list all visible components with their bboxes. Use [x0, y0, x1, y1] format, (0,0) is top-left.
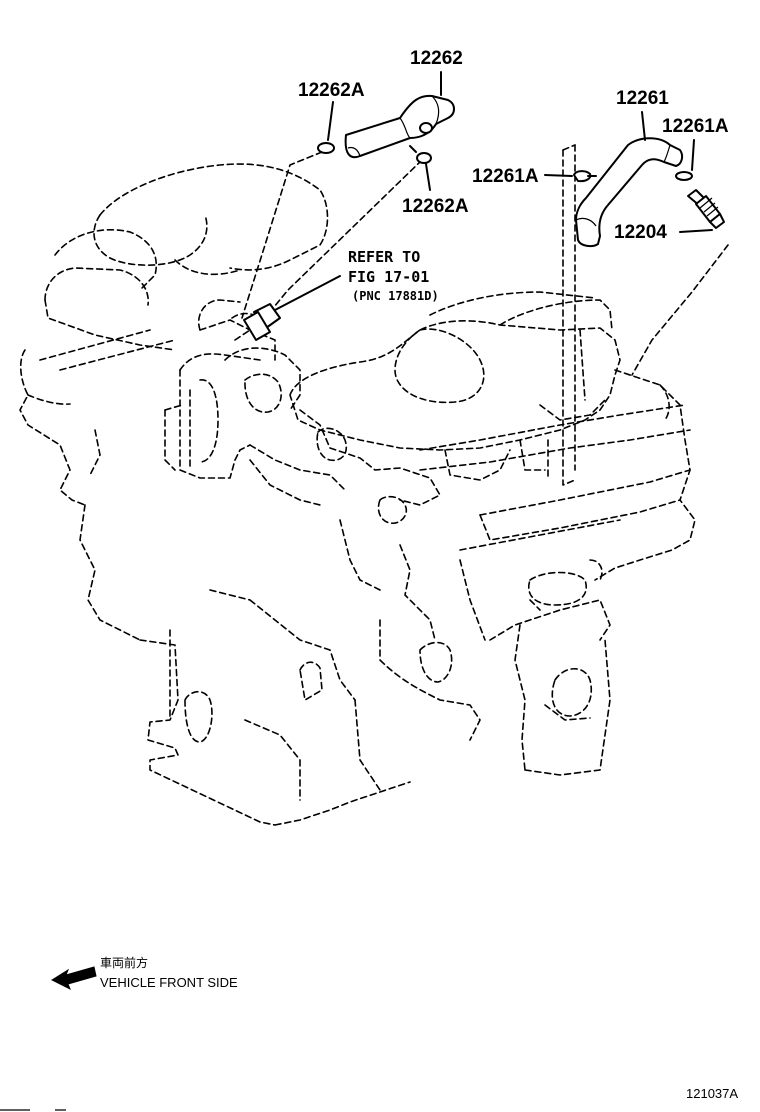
clamp-12262a-top	[317, 142, 335, 154]
reference-line-2: FIG 17-01	[348, 268, 429, 286]
label-12261a-left: 12261A	[472, 166, 539, 187]
front-arrow-icon	[50, 966, 97, 991]
clamp-12261a-right	[675, 171, 693, 181]
pcv-valve-12204	[687, 189, 725, 229]
hose-routing-guides	[241, 144, 729, 486]
label-12261a-right: 12261A	[662, 116, 729, 137]
throttle-breather-connector	[243, 275, 341, 341]
label-12261: 12261	[616, 88, 669, 109]
ventilation-hose-12262	[344, 94, 455, 159]
reference-note: REFER TO FIG 17-01 (PNC 17881D)	[348, 248, 439, 303]
engine-outline	[19, 163, 696, 826]
reference-line-3: (PNC 17881D)	[352, 289, 439, 303]
label-12262a-top: 12262A	[298, 80, 365, 101]
ventilation-hose-12261	[575, 137, 684, 248]
reference-line-1: REFER TO	[348, 248, 420, 266]
front-label-english: VEHICLE FRONT SIDE	[100, 975, 238, 990]
label-12262a-bottom: 12262A	[402, 196, 469, 217]
clamp-12261a-left	[573, 170, 597, 183]
label-12204: 12204	[614, 222, 667, 243]
leader-lines	[327, 71, 713, 233]
front-label-japanese: 車両前方	[100, 955, 148, 970]
vehicle-front-indicator: 車両前方 VEHICLE FRONT SIDE	[50, 955, 238, 991]
clamp-12262a-bottom	[409, 145, 432, 164]
label-12262: 12262	[410, 48, 463, 69]
figure-code: 121037A	[686, 1086, 738, 1101]
